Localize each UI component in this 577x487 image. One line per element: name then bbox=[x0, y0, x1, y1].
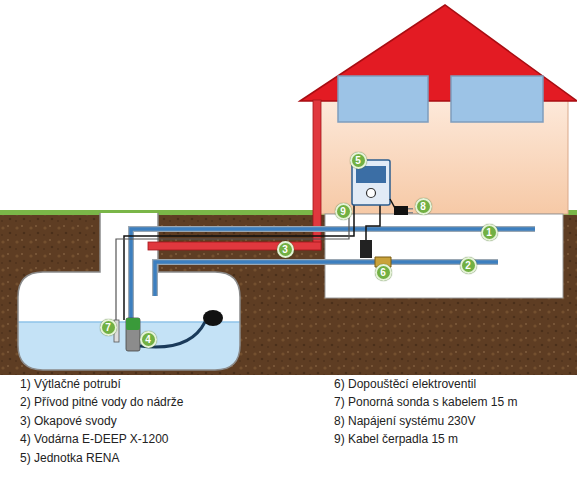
legend-text: 9) Kabel čerpadla 15 m bbox=[334, 432, 458, 447]
callout-number: 2 bbox=[460, 257, 477, 274]
pump-cable bbox=[124, 205, 354, 320]
rena-panel bbox=[356, 166, 386, 183]
supply-pipe bbox=[155, 262, 498, 296]
float bbox=[203, 310, 223, 326]
discharge-pipe bbox=[131, 229, 535, 320]
legend-text: 1) Výtlačné potrubí bbox=[20, 377, 121, 392]
probe-cable bbox=[116, 205, 349, 322]
callout-number: 9 bbox=[335, 203, 352, 220]
window bbox=[451, 76, 543, 122]
legend-text: 5) Jednotka RENA bbox=[20, 451, 119, 466]
legend-text: 3) Okapové svody bbox=[20, 414, 117, 429]
supply-pipe bbox=[155, 262, 498, 296]
callout-number: 4 bbox=[140, 331, 157, 348]
legend-text: 4) Vodárna E-DEEP X-1200 bbox=[20, 432, 169, 447]
float-hose bbox=[140, 322, 205, 347]
callout-number: 7 bbox=[100, 319, 117, 336]
legend-text: 2) Přívod pitné vody do nádrže bbox=[20, 395, 183, 410]
legend-text: 7) Ponorná sonda s kabelem 15 m bbox=[334, 395, 517, 410]
pump-body bbox=[126, 318, 140, 351]
callout-number: 5 bbox=[350, 152, 367, 169]
window bbox=[338, 76, 428, 122]
callout-number: 8 bbox=[415, 198, 432, 215]
callout-number: 1 bbox=[481, 224, 498, 241]
downspout bbox=[148, 242, 321, 250]
valve-body bbox=[360, 240, 372, 258]
pump-top bbox=[126, 318, 140, 330]
legend-text: 6) Dopouštěcí elektroventil bbox=[334, 377, 476, 392]
plug-pin bbox=[408, 212, 413, 214]
callout-number: 6 bbox=[375, 264, 392, 281]
valve-cable bbox=[366, 205, 380, 240]
rena-knob bbox=[367, 189, 376, 198]
plug-pin bbox=[408, 208, 413, 210]
power-plug bbox=[394, 206, 408, 215]
legend-text: 8) Napájení systému 230V bbox=[334, 414, 475, 429]
callout-number: 3 bbox=[277, 241, 294, 258]
discharge-pipe bbox=[131, 229, 535, 320]
